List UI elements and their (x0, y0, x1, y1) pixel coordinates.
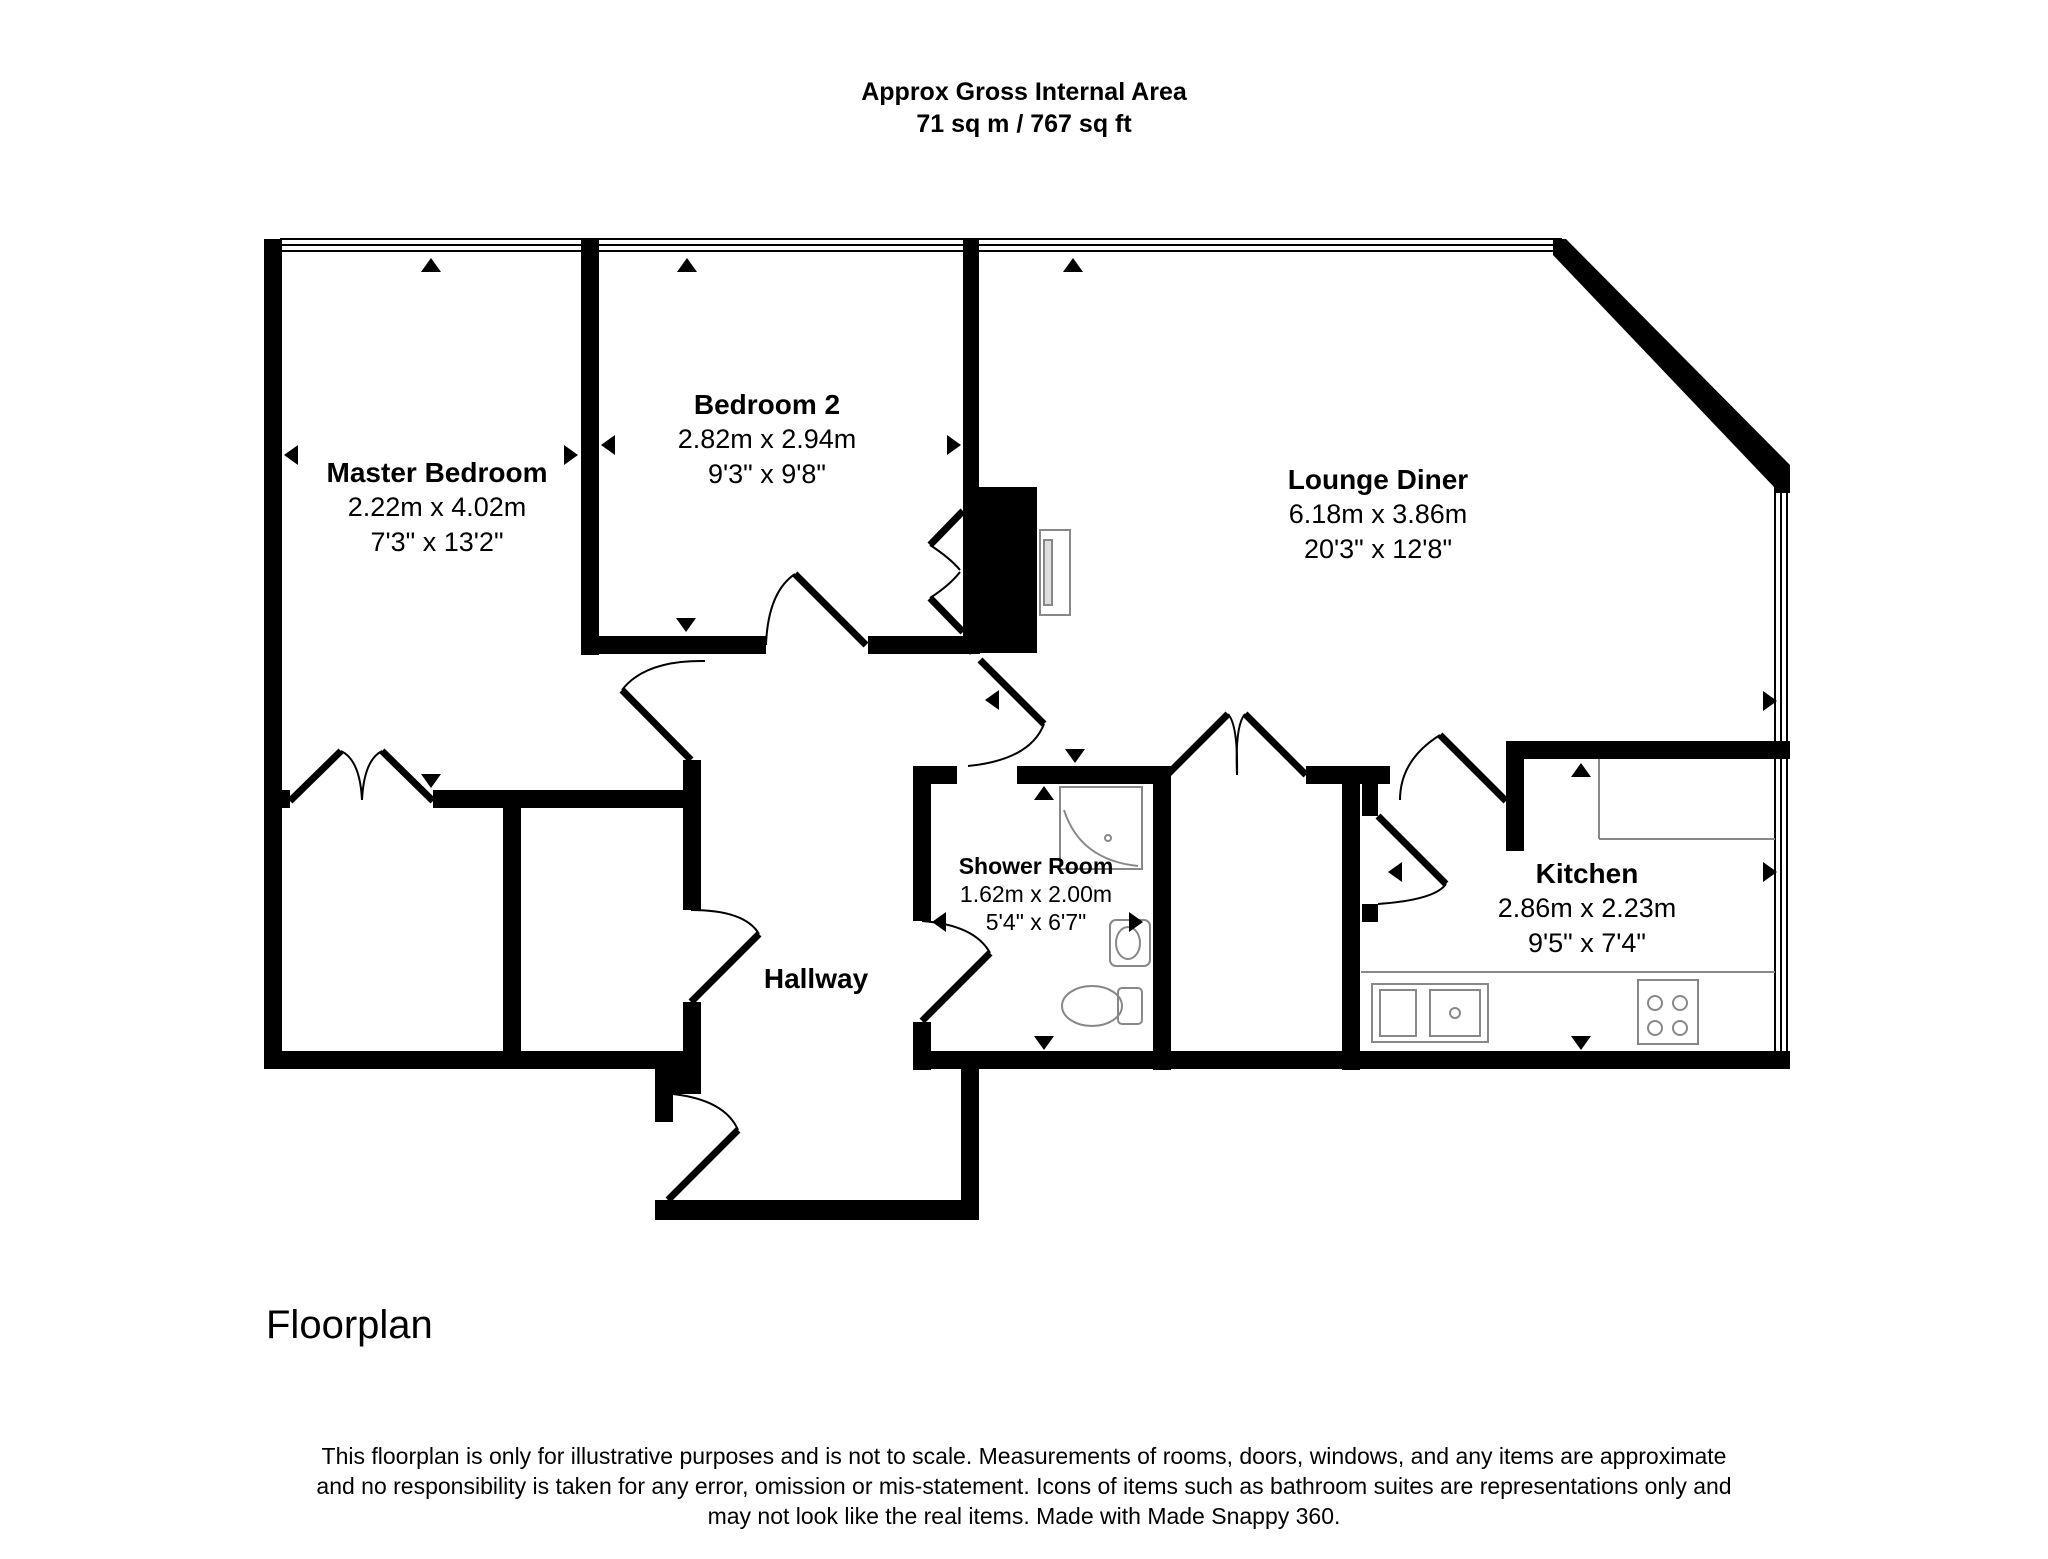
disclaimer-line-3: may not look like the real items. Made w… (707, 1503, 1341, 1529)
disclaimer-line-1: This floorplan is only for illustrative … (321, 1443, 1727, 1469)
master-bedroom-name: Master Bedroom (327, 457, 548, 488)
disclaimer-line-2: and no responsibility is taken for any e… (316, 1473, 1732, 1499)
doors (287, 508, 1509, 1203)
kitchen-worktop (1361, 759, 1775, 973)
lounge-imperial: 20'3" x 12'8" (1304, 534, 1452, 564)
shower-room-metric: 1.62m x 2.00m (960, 881, 1112, 907)
disclaimer: This floorplan is only for illustrative … (224, 1441, 1824, 1531)
bedroom2-name: Bedroom 2 (694, 389, 840, 420)
toilet (1061, 985, 1143, 1027)
master-bedroom-imperial: 7'3" x 13'2" (370, 527, 503, 557)
area-title: Approx Gross Internal Area (861, 78, 1187, 106)
hallway-name: Hallway (764, 963, 869, 994)
master-bedroom-metric: 2.22m x 4.02m (348, 492, 527, 522)
kitchen-name: Kitchen (1536, 858, 1639, 889)
bedroom2-metric: 2.82m x 2.94m (678, 424, 857, 454)
floorplan-label: Floorplan (266, 1303, 433, 1347)
area-value: 71 sq m / 767 sq ft (916, 110, 1132, 138)
kitchen-imperial: 9'5" x 7'4" (1528, 928, 1646, 958)
shower-room-imperial: 5'4" x 6'7" (986, 909, 1087, 935)
hob (1637, 979, 1699, 1045)
measurement-arrows (284, 258, 1777, 1050)
fireplace (1039, 529, 1071, 616)
lounge-metric: 6.18m x 3.86m (1289, 499, 1468, 529)
lounge-name: Lounge Diner (1288, 464, 1469, 495)
shower-tray (1059, 786, 1143, 870)
kitchen-sink (1371, 983, 1489, 1043)
bedroom2-imperial: 9'3" x 9'8" (708, 459, 826, 489)
window-strip (280, 238, 1788, 1060)
kitchen-metric: 2.86m x 2.23m (1498, 893, 1677, 923)
shower-room-name: Shower Room (959, 853, 1114, 879)
walls (264, 239, 1790, 1220)
